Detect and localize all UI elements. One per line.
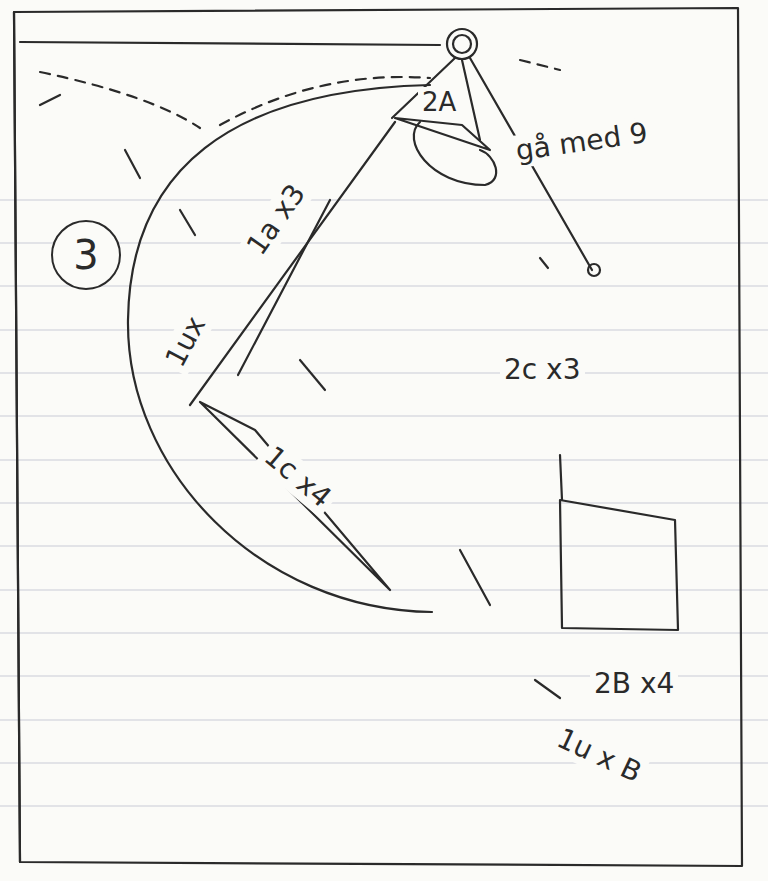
circled-text: 3 bbox=[73, 235, 98, 275]
handwritten-note: 1u x B bbox=[548, 720, 650, 791]
circled-number: 3 bbox=[51, 220, 121, 290]
handwritten-note: 1c x4 bbox=[254, 437, 340, 516]
handwritten-note: 2A bbox=[418, 87, 460, 118]
handwritten-note: 2B x4 bbox=[590, 668, 678, 701]
handwritten-note: gå med 9 bbox=[510, 116, 654, 168]
handwritten-note: 2c x3 bbox=[500, 354, 585, 387]
handwritten-note: 1ux bbox=[158, 307, 215, 375]
